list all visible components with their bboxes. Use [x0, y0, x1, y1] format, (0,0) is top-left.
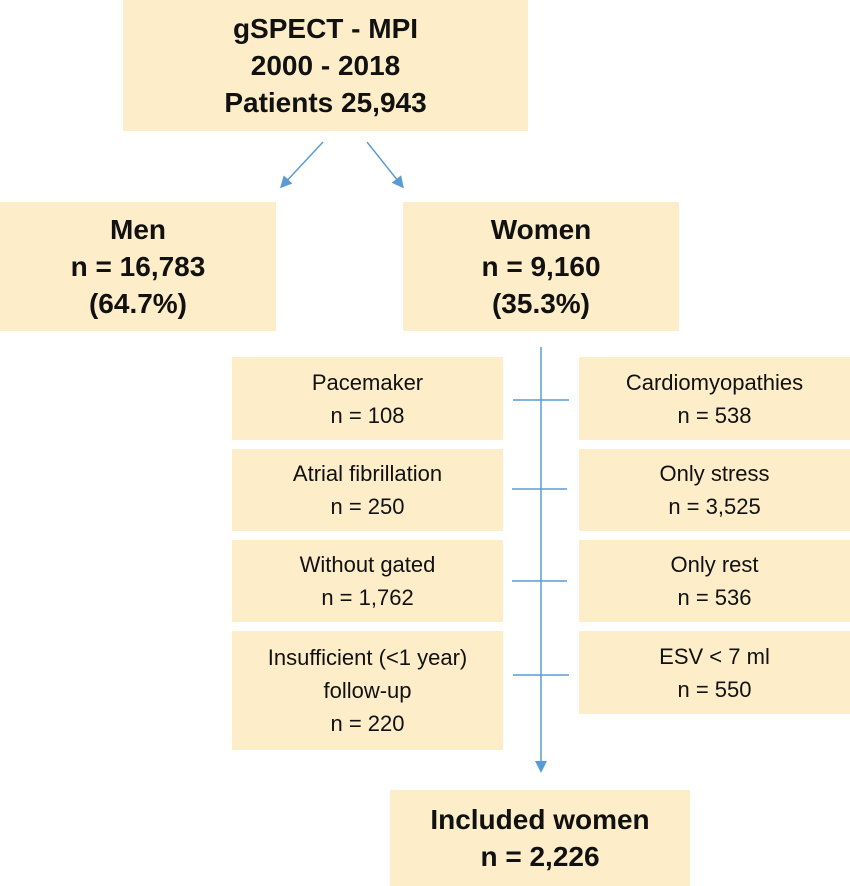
- exclusion-count: n = 550: [677, 676, 752, 702]
- exclusion-cardiomyopathies: Cardiomyopathies n = 538: [579, 357, 850, 440]
- exclusion-count: n = 3,525: [668, 494, 761, 519]
- men-count: n = 16,783: [70, 251, 206, 282]
- women-count: n = 9,160: [481, 251, 601, 282]
- men-label: Men: [110, 214, 166, 245]
- exclusion-count: n = 536: [677, 585, 752, 610]
- exclusion-count: n = 250: [330, 494, 405, 519]
- exclusion-without-gated: Without gated n = 1,762: [232, 540, 503, 622]
- exclusion-count: n = 1,762: [321, 585, 414, 610]
- exclusion-label: Only rest: [670, 552, 759, 577]
- included-women-box: Included women n = 2,226: [390, 790, 690, 886]
- included-label: Included women: [430, 804, 650, 835]
- exclusion-label: Only stress: [659, 461, 770, 486]
- exclusion-label: ESV < 7 ml: [659, 643, 770, 669]
- exclusion-label: Pacemaker: [311, 369, 424, 395]
- exclusion-label: Insufficient (<1 year) follow-up: [267, 645, 468, 703]
- exclusion-only-stress: Only stress n = 3,525: [579, 449, 850, 531]
- women-percent: (35.3%): [491, 288, 591, 319]
- exclusion-count: n = 220: [330, 711, 405, 736]
- arrow-to-men: [279, 141, 324, 189]
- exclusion-only-rest: Only rest n = 536: [579, 540, 850, 622]
- total-title: gSPECT - MPI: [232, 13, 419, 44]
- exclusion-count: n = 108: [330, 402, 405, 428]
- men-box: Men n = 16,783 (64.7%): [0, 202, 276, 331]
- exclusion-atrial-fibrillation: Atrial fibrillation n = 250: [232, 449, 503, 531]
- exclusion-label: Atrial fibrillation: [292, 461, 443, 486]
- total-count: Patients 25,943: [224, 87, 427, 118]
- total-patients-box: gSPECT - MPI 2000 - 2018 Patients 25,943: [123, 0, 528, 131]
- women-box: Women n = 9,160 (35.3%): [403, 202, 679, 331]
- men-percent: (64.7%): [88, 288, 188, 319]
- exclusion-count: n = 538: [677, 402, 752, 428]
- exclusion-label: Without gated: [299, 552, 436, 577]
- exclusion-insufficient-followup: Insufficient (<1 year) follow-up n = 220: [232, 631, 503, 750]
- exclusion-pacemaker: Pacemaker n = 108: [232, 357, 503, 440]
- exclusion-label: Cardiomyopathies: [625, 369, 804, 395]
- arrow-to-women: [366, 141, 404, 189]
- included-count: n = 2,226: [480, 841, 600, 872]
- exclusion-esv: ESV < 7 ml n = 550: [579, 631, 850, 714]
- total-years: 2000 - 2018: [250, 50, 401, 81]
- women-label: Women: [490, 214, 592, 245]
